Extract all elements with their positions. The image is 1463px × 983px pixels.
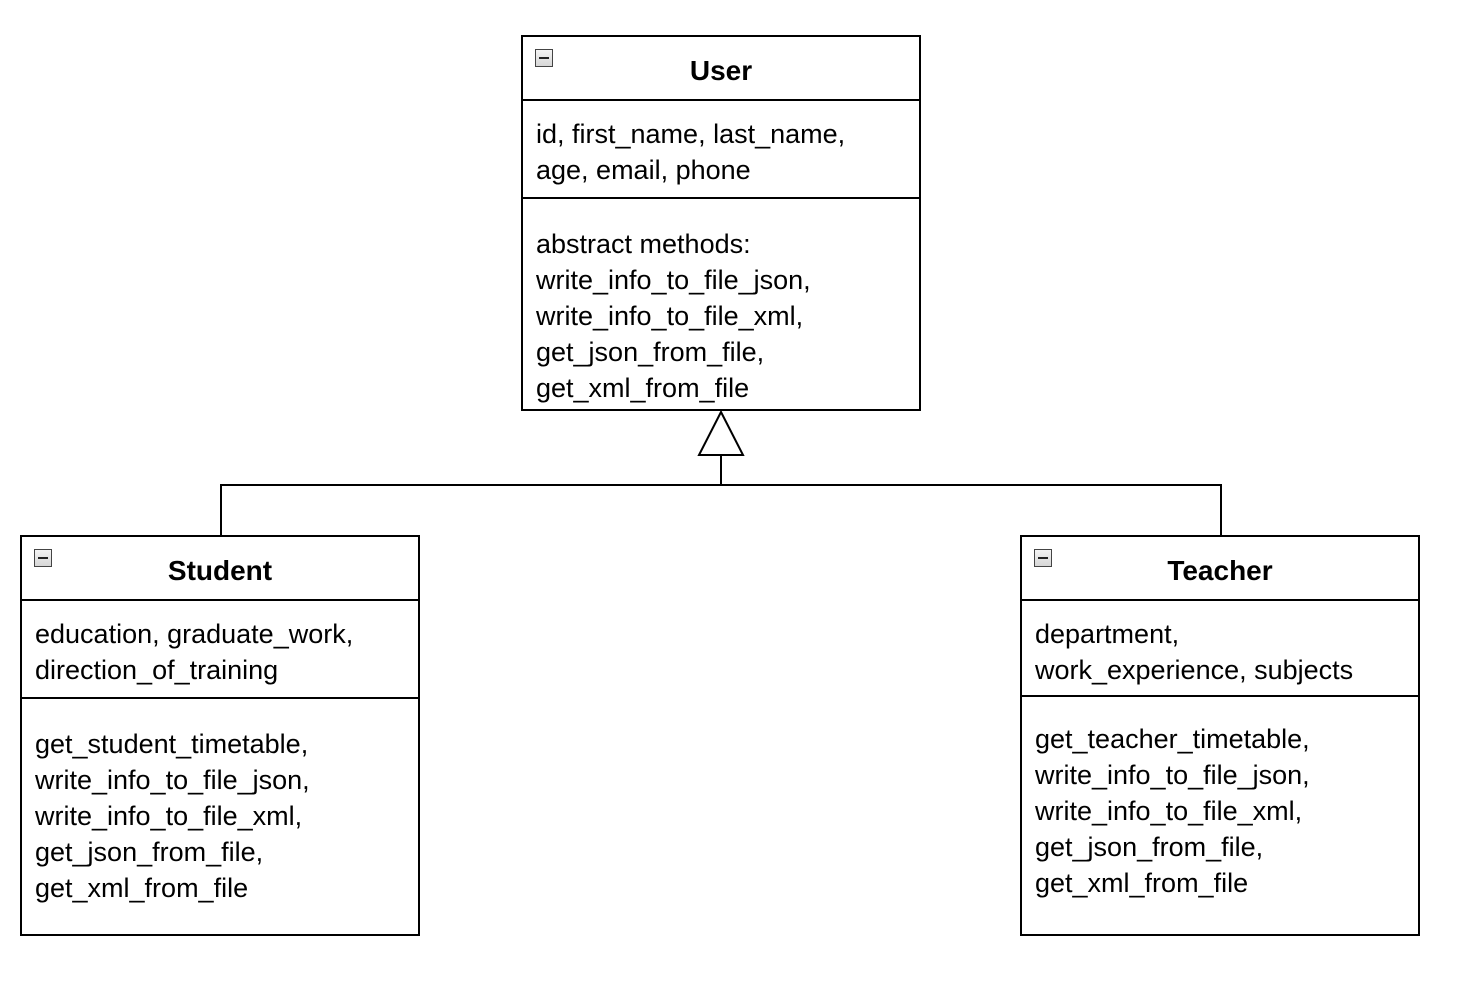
user-attributes: id, first_name, last_name, age, email, p…: [523, 101, 919, 199]
student-attributes: education, graduate_work, direction_of_t…: [22, 601, 418, 699]
student-methods: get_student_timetable, write_info_to_fil…: [35, 729, 310, 903]
user-methods: abstract methods: write_info_to_file_jso…: [536, 229, 811, 403]
user-class-box[interactable]: User id, first_name, last_name, age, ema…: [521, 35, 921, 411]
teacher-attributes: department, work_experience, subjects: [1022, 601, 1418, 697]
student-to-user-edge[interactable]: [220, 455, 722, 535]
minus-box-icon[interactable]: [34, 549, 52, 567]
student-class-header: Student: [22, 537, 418, 601]
student-class-box[interactable]: Student education, graduate_work, direct…: [20, 535, 420, 936]
user-class-name: User: [689, 55, 753, 86]
teacher-class-box[interactable]: Teacher department, work_experience, sub…: [1020, 535, 1420, 936]
generalization-arrowhead: [697, 409, 745, 456]
teacher-class-name: Teacher: [1167, 555, 1273, 586]
minus-box-icon[interactable]: [1034, 549, 1052, 567]
student-class-name: Student: [167, 555, 273, 586]
minus-box-icon[interactable]: [535, 49, 553, 67]
user-class-header: User: [523, 37, 919, 101]
teacher-class-header: Teacher: [1022, 537, 1418, 601]
teacher-methods: get_teacher_timetable, write_info_to_fil…: [1035, 724, 1310, 898]
teacher-to-user-edge[interactable]: [721, 484, 1222, 535]
